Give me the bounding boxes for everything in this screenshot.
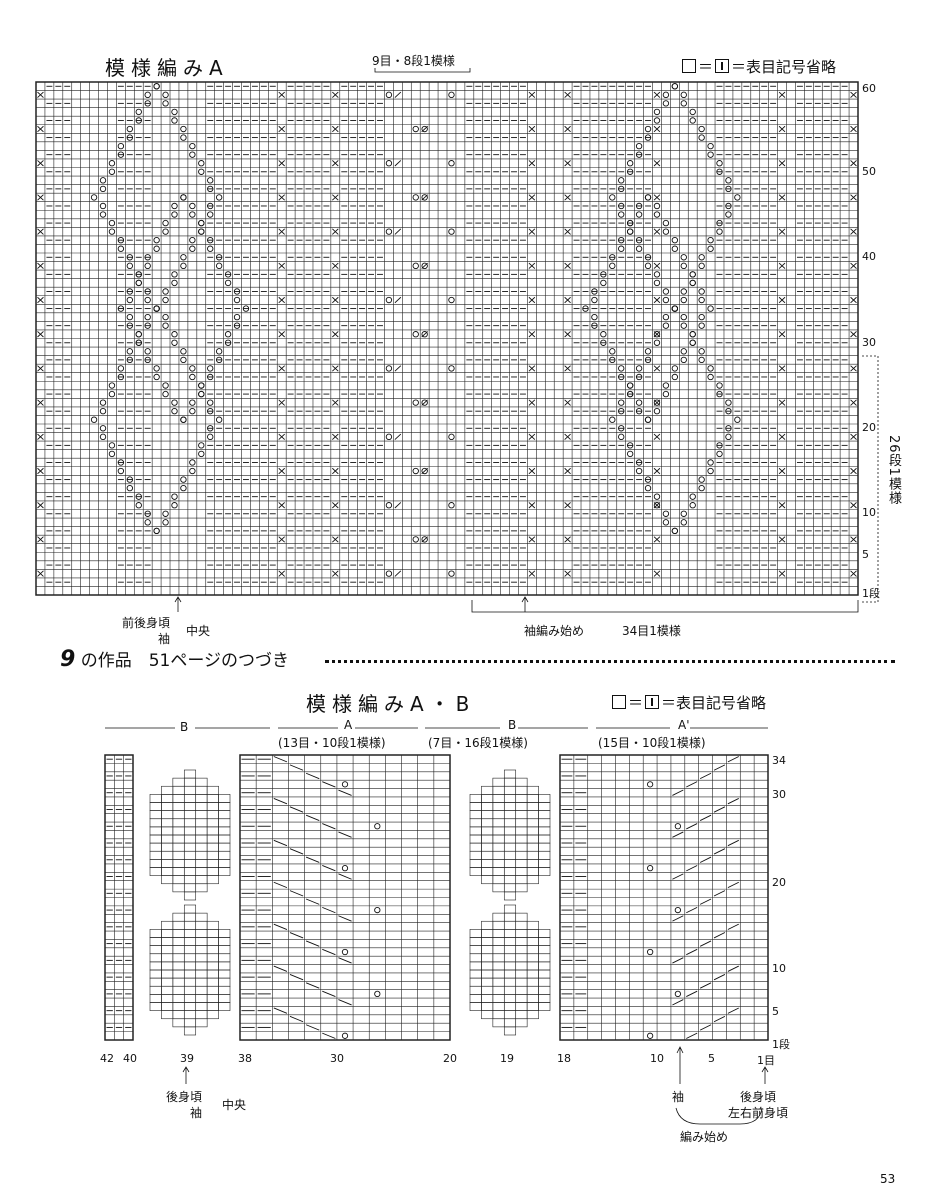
pattern-label-a2: A' — [678, 718, 690, 732]
center-label: 中央 — [186, 624, 211, 638]
sleeve-arrow — [676, 1046, 684, 1084]
right-label: 後身頃 — [740, 1090, 777, 1104]
row-number: 20 — [862, 421, 876, 434]
sleeve-start-label: 袖編み始め — [524, 624, 585, 638]
col-number: 18 — [557, 1052, 571, 1065]
body-arrow — [761, 1066, 769, 1084]
repeat-bracket-bottom — [471, 600, 859, 613]
chart-b-diamond — [149, 769, 231, 901]
section-heading: 9 の作品 51ページのつづき — [60, 646, 289, 672]
row-number: 30 — [862, 336, 876, 349]
chart-a-symbols — [37, 83, 857, 583]
section-divider — [325, 660, 895, 663]
row-number: 1段 — [772, 1038, 790, 1051]
col-number: 42 — [100, 1052, 114, 1065]
row-number: 30 — [772, 788, 786, 801]
repeat-bracket-side — [862, 355, 879, 603]
knit-box-icon — [612, 695, 626, 709]
col-number: 1目 — [757, 1054, 775, 1067]
row-number: 40 — [862, 250, 876, 263]
chart-a-title: 模様編みA — [105, 56, 229, 80]
chart-b-diamond — [149, 904, 231, 1036]
col-number: 40 — [123, 1052, 137, 1065]
pattern-label-a: A — [344, 718, 353, 732]
chart-a-repeat-bottom: 34目1模様 — [622, 624, 681, 638]
center-label: 前後身頃 — [122, 616, 171, 630]
chart-b-diamond — [469, 904, 551, 1036]
chart-a-legend: ＝＝表目記号省略 — [680, 56, 836, 77]
center-label: 後身頃 — [166, 1090, 203, 1104]
chart-b-symbols — [106, 756, 739, 1039]
center-label: 袖 — [190, 1106, 203, 1120]
start-bracket — [675, 1107, 763, 1125]
center-arrow — [174, 596, 182, 612]
right-label: 編み始め — [680, 1130, 729, 1144]
pattern-label-b: B — [180, 720, 189, 734]
col-number: 10 — [650, 1052, 664, 1065]
center-label: 袖 — [158, 632, 171, 646]
row-number: 1段 — [862, 587, 880, 600]
row-number: 5 — [772, 1005, 779, 1018]
chart-a-stitch-grid — [35, 81, 859, 596]
section-text: の作品 51ページのつづき — [80, 651, 290, 671]
repeat-bracket-top — [374, 68, 471, 73]
col-number: 19 — [500, 1052, 514, 1065]
chart-a-legend-text: ＝表目記号省略 — [731, 58, 837, 76]
col-number: 39 — [180, 1052, 194, 1065]
page-number: 53 — [880, 1172, 896, 1186]
col-number: 30 — [330, 1052, 344, 1065]
row-number: 5 — [862, 548, 869, 561]
chart-a-repeat-top: 9目・8段1模様 — [372, 54, 455, 68]
row-number: 10 — [862, 506, 876, 519]
section-number: 9 — [60, 647, 76, 672]
pattern-label-b: B — [508, 718, 517, 732]
chart-b-legend-text: ＝表目記号省略 — [661, 694, 767, 712]
col-number: 20 — [443, 1052, 457, 1065]
chart-b-grid-a2 — [559, 754, 769, 1041]
row-number: 60 — [862, 82, 876, 95]
right-label: 左右前身頃 — [728, 1106, 789, 1120]
chart-b-title: 模様編みA・B — [306, 692, 476, 716]
chart-b-grid-edge — [104, 754, 134, 1041]
row-number: 34 — [772, 754, 786, 767]
row-number: 10 — [772, 962, 786, 975]
center-arrow — [182, 1066, 190, 1084]
chart-b-legend: ＝＝表目記号省略 — [610, 692, 766, 713]
knit-stitch-icon — [715, 59, 730, 73]
row-number: 20 — [772, 876, 786, 889]
pattern-repeat-b: (7目・16段1模様) — [428, 736, 528, 750]
pattern-repeat-a2: (15目・10段1模様) — [598, 736, 706, 750]
knit-stitch-icon — [645, 695, 660, 709]
col-number: 38 — [238, 1052, 252, 1065]
sleeve-start-arrow — [521, 596, 529, 612]
col-number: 5 — [708, 1052, 715, 1065]
knit-box-icon — [682, 59, 696, 73]
chart-b-diamond — [469, 769, 551, 901]
right-label: 袖 — [672, 1090, 685, 1104]
row-number: 50 — [862, 165, 876, 178]
chart-a-repeat-side: 26段1模様 — [886, 435, 901, 505]
center-label: 中央 — [222, 1098, 247, 1112]
pattern-repeat-a: (13目・10段1模様) — [278, 736, 386, 750]
chart-b-grid-a — [239, 754, 451, 1041]
